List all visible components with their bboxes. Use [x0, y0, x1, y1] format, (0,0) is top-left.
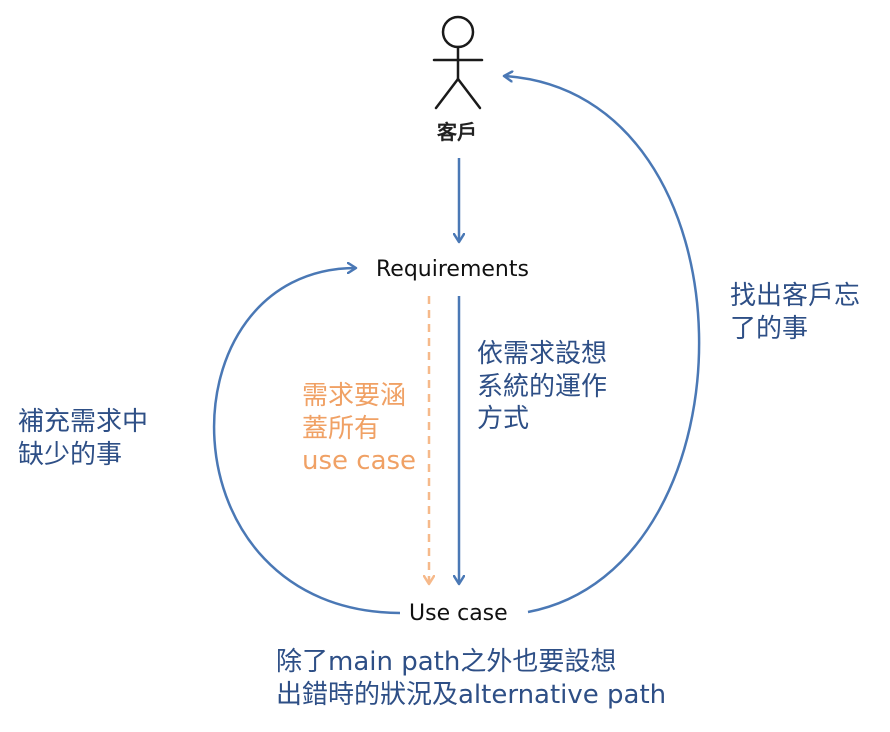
note-fill-missing: 補充需求中 缺少的事: [18, 406, 148, 471]
note-cover-line-2: 蓋所有: [302, 413, 381, 444]
note-forgotten-line-1: 找出客戶忘: [730, 281, 861, 311]
note-system-line-1: 依需求設想: [477, 339, 608, 369]
actor-head: [441, 15, 475, 49]
actor-leg-right: [456, 77, 482, 110]
note-fill-missing-line-1: 補充需求中: [18, 407, 149, 437]
actor-name: 客戶: [437, 120, 477, 144]
note-forgotten-line-2: 了的事: [730, 313, 809, 344]
note-cover-line-3: use case: [302, 446, 417, 476]
note-fill-missing-line-2: 缺少的事: [18, 439, 123, 470]
actor-leg-left: [434, 77, 460, 110]
note-alternative-path: 除了main path之外也要設想 出錯時的狀況及alternative pat…: [276, 646, 666, 711]
note-alternative-line-1: 除了main path之外也要設想: [276, 647, 617, 677]
note-cover-line-1: 需求要涵: [302, 381, 407, 411]
note-system-line-3: 方式: [477, 404, 530, 434]
note-forgotten-items: 找出客戶忘 了的事: [730, 280, 860, 345]
arrow-left-loop: [212, 268, 401, 615]
arrow-right-loop: [504, 76, 701, 614]
note-cover-all-use-cases: 需求要涵 蓋所有 use case: [302, 380, 416, 478]
node-requirements: Requirements: [376, 257, 529, 282]
note-system-operation: 依需求設想 系統的運作 方式: [477, 338, 607, 436]
note-system-line-2: 系統的運作: [477, 371, 608, 402]
node-use-case: Use case: [409, 601, 508, 626]
actor-stick-figure: [432, 15, 484, 110]
note-alternative-line-2: 出錯時的狀況及alternative path: [276, 679, 667, 710]
